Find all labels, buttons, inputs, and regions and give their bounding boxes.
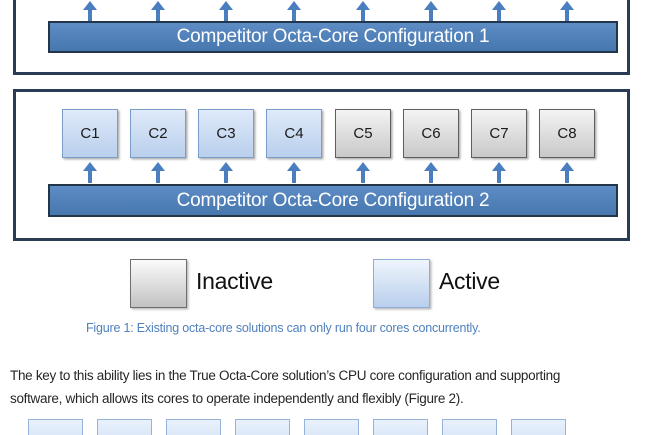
legend-label-active: Active xyxy=(439,268,500,294)
core-label: C8 xyxy=(557,125,577,142)
legend-swatch-inactive xyxy=(130,259,187,308)
figure2-core-box xyxy=(97,419,152,435)
core-label: C7 xyxy=(489,125,509,142)
up-arrow-icon xyxy=(560,1,574,21)
up-arrow-icon xyxy=(287,162,301,183)
up-arrow-icon xyxy=(492,162,506,183)
body-text-line: The key to this ability lies in the True… xyxy=(10,368,561,383)
up-arrow-icon xyxy=(83,1,97,21)
legend-swatch-active xyxy=(373,259,430,308)
up-arrow-icon xyxy=(219,1,233,21)
core-label: C6 xyxy=(421,125,441,142)
up-arrow-icon xyxy=(219,162,233,183)
figure2-core-box xyxy=(235,419,290,435)
config2-bar: Competitor Octa-Core Configuration 2 xyxy=(48,184,618,217)
config1-bar-label: Competitor Octa-Core Configuration 1 xyxy=(176,26,490,47)
legend-label-inactive: Inactive xyxy=(196,268,273,294)
up-arrow-icon xyxy=(492,1,506,21)
core-box-c1: C1 xyxy=(62,109,118,158)
up-arrow-icon xyxy=(83,162,97,183)
core-label: C4 xyxy=(284,125,304,142)
core-label: C1 xyxy=(80,125,100,142)
up-arrow-icon xyxy=(287,1,301,21)
core-label: C2 xyxy=(148,125,168,142)
figure2-core-box xyxy=(304,419,359,435)
up-arrow-icon xyxy=(356,162,370,183)
config2-bar-label: Competitor Octa-Core Configuration 2 xyxy=(176,189,490,211)
figure1-caption: Figure 1: Existing octa-core solutions c… xyxy=(86,321,481,335)
up-arrow-icon xyxy=(151,1,165,21)
config1-bar: Competitor Octa-Core Configuration 1 xyxy=(48,21,618,53)
core-box-c6: C6 xyxy=(403,109,459,158)
body-text-line: software, which allows its cores to oper… xyxy=(10,391,464,406)
body-paragraph: The key to this ability lies in the True… xyxy=(10,364,560,410)
figure2-core-box xyxy=(442,419,497,435)
core-box-c3: C3 xyxy=(198,109,254,158)
core-box-c2: C2 xyxy=(130,109,186,158)
figure2-core-box xyxy=(28,419,83,435)
core-box-c4: C4 xyxy=(266,109,322,158)
core-box-c7: C7 xyxy=(471,109,527,158)
up-arrow-icon xyxy=(424,1,438,21)
figure2-core-box xyxy=(511,419,566,435)
core-label: C3 xyxy=(216,125,236,142)
core-label: C5 xyxy=(353,125,373,142)
figure2-core-box xyxy=(373,419,428,435)
core-box-c8: C8 xyxy=(539,109,595,158)
up-arrow-icon xyxy=(424,162,438,183)
core-box-c5: C5 xyxy=(335,109,391,158)
up-arrow-icon xyxy=(356,1,370,21)
up-arrow-icon xyxy=(151,162,165,183)
figure2-core-box xyxy=(166,419,221,435)
up-arrow-icon xyxy=(560,162,574,183)
